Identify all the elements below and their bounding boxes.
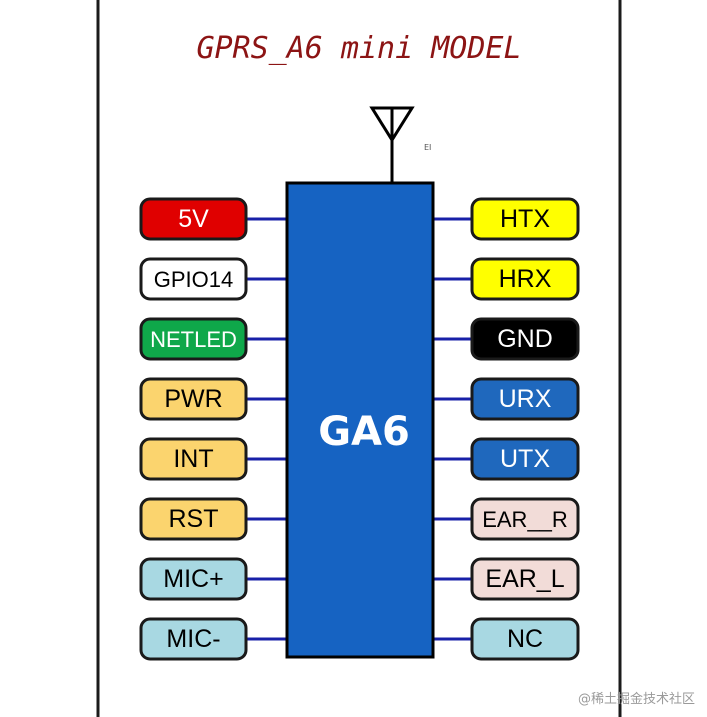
pin-label: EAR_L [485, 565, 564, 593]
pin-right-utx: UTX [470, 437, 580, 481]
pin-label: EAR__R [482, 507, 568, 532]
pin-label: URX [499, 385, 552, 413]
pin-wires [246, 217, 472, 641]
pin-box [470, 497, 580, 541]
pin-right-htx: HTX [470, 197, 580, 241]
pin-label: MIC+ [163, 565, 223, 593]
pin-right-ear-l: EAR_L [470, 557, 580, 601]
pin-label: NC [507, 625, 543, 653]
pin-left-pwr: PWR [139, 377, 248, 421]
pin-label: GND [497, 325, 553, 353]
antenna-label: EI [424, 143, 431, 152]
pin-label: NETLED [150, 327, 237, 352]
pin-label: HTX [500, 205, 550, 233]
pin-right-ear-r: EAR__R [470, 497, 580, 541]
pin-box [139, 197, 248, 241]
pin-right-nc: NC [470, 617, 580, 661]
pin-box [470, 437, 580, 481]
pin-box [139, 257, 248, 301]
pin-left-mic: MIC+ [139, 557, 248, 601]
pin-label: RST [169, 505, 219, 533]
pin-left-netled: NETLED [139, 317, 248, 361]
pin-left-5v: 5V [139, 197, 248, 241]
pin-right-gnd: GND [470, 317, 580, 361]
pin-box [470, 557, 580, 601]
pin-box [139, 497, 248, 541]
pin-box [139, 617, 248, 661]
pin-label: INT [173, 445, 213, 473]
pin-box [470, 377, 580, 421]
pin-left-int: INT [139, 437, 248, 481]
pin-box [470, 317, 580, 361]
diagram-title: GPRS_A6 mini MODEL [196, 31, 521, 66]
pin-left-mic: MIC- [139, 617, 248, 661]
pin-box [470, 257, 580, 301]
pin-box [139, 317, 248, 361]
pin-label: GPIO14 [154, 267, 233, 292]
pin-label: MIC- [166, 625, 220, 653]
pin-box [139, 437, 248, 481]
pin-right-urx: URX [470, 377, 580, 421]
pin-label: UTX [500, 445, 550, 473]
pin-right-hrx: HRX [470, 257, 580, 301]
pin-label: HRX [499, 265, 552, 293]
chip-body [285, 181, 435, 659]
pin-label: 5V [178, 205, 209, 233]
pin-left-gpio14: GPIO14 [139, 257, 248, 301]
pin-left-rst: RST [139, 497, 248, 541]
pin-box [470, 197, 580, 241]
pin-box [139, 377, 248, 421]
chip-label: GA6 [318, 409, 410, 455]
pin-box [139, 557, 248, 601]
antenna-icon [369, 106, 415, 183]
pin-box [470, 617, 580, 661]
pin-label: PWR [164, 385, 222, 413]
watermark: @稀土掘金技术社区 [577, 692, 695, 707]
